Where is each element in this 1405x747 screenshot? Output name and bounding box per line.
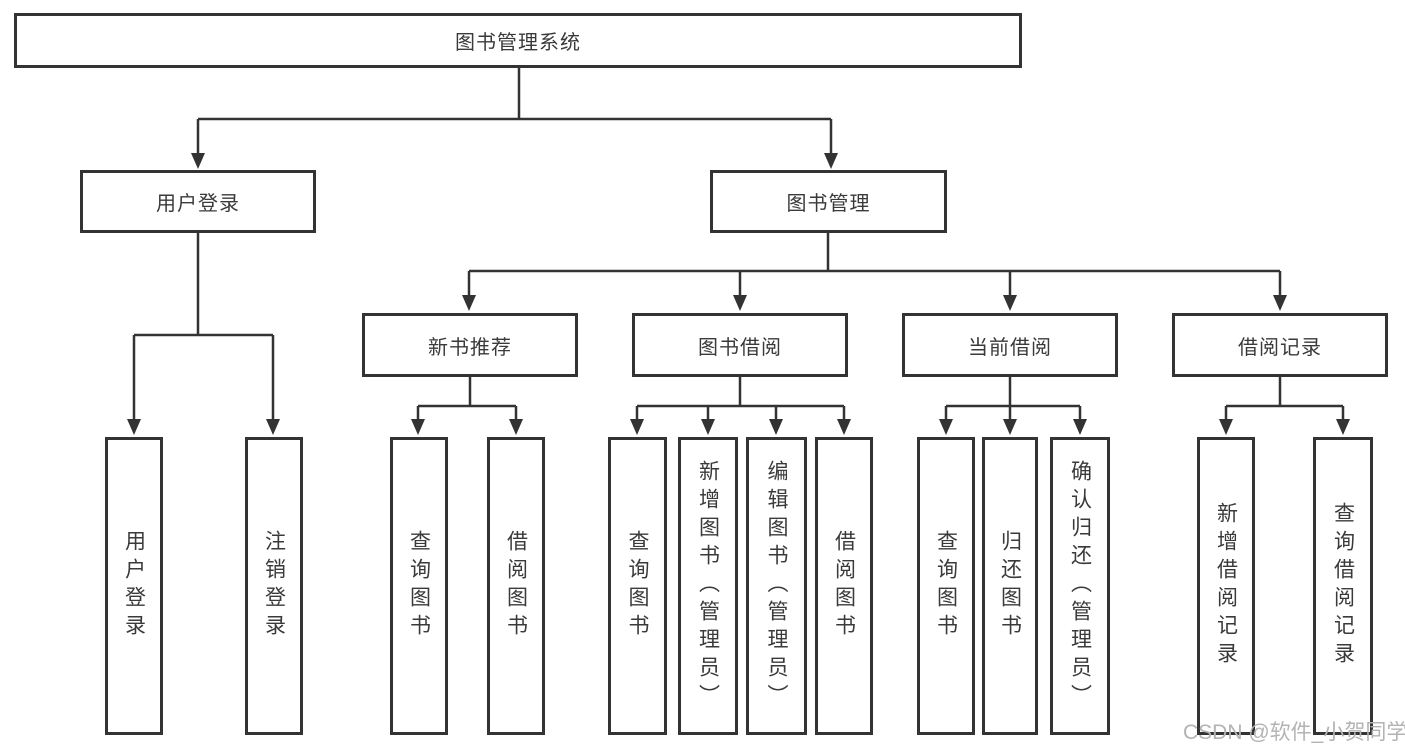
node-library-system: 图书管理系统 [14,13,1022,68]
node-book-management: 图书管理 [710,170,947,233]
node-label: 新书推荐 [428,336,512,359]
node-label: 当前借阅 [968,336,1052,359]
leaf-label: 查询图书 [934,530,958,642]
leaf-borrow-books-recommend: 借阅图书 [487,437,545,735]
node-label: 图书管理 [786,193,871,215]
leaf-label: 查询借阅记录 [1331,502,1355,670]
leaf-label: 确认归还（管理员） [1068,460,1092,712]
leaf-label: 注销登录 [262,530,286,642]
leaf-label: 编辑图书（管理员） [765,460,789,712]
csdn-watermark: CSDN @软件_小贺同学 [1183,721,1405,744]
node-user-login-branch: 用户登录 [80,170,316,233]
leaf-user-login: 用户登录 [105,437,163,735]
leaf-query-books-current: 查询图书 [917,437,975,735]
leaf-label: 新增图书（管理员） [696,460,720,712]
leaf-query-books-borrowing: 查询图书 [608,437,667,735]
leaf-edit-book-admin: 编辑图书（管理员） [746,437,807,735]
leaf-return-books: 归还图书 [982,437,1038,735]
leaf-label: 借阅图书 [504,530,528,642]
node-label: 借阅记录 [1238,336,1322,359]
leaf-label: 新增借阅记录 [1214,502,1238,670]
leaf-label: 查询图书 [626,530,650,642]
leaf-add-book-admin: 新增图书（管理员） [678,437,738,735]
node-label: 图书管理系统 [455,32,581,54]
leaf-label: 借阅图书 [832,530,856,642]
leaf-query-books-recommend: 查询图书 [390,437,448,735]
leaf-label: 归还图书 [998,530,1022,642]
leaf-label: 用户登录 [122,530,146,642]
leaf-confirm-return-admin: 确认归还（管理员） [1050,437,1110,735]
leaf-label: 查询图书 [407,530,431,642]
node-label: 用户登录 [156,193,240,215]
node-book-borrowing: 图书借阅 [632,313,848,377]
leaf-logout: 注销登录 [245,437,303,735]
arrowheads [127,153,1350,435]
node-new-book-recommend: 新书推荐 [362,313,578,377]
leaf-borrow-books-borrowing: 借阅图书 [815,437,873,735]
node-borrowing-records: 借阅记录 [1172,313,1388,377]
leaf-add-borrow-record: 新增借阅记录 [1197,437,1255,735]
node-current-borrowing: 当前借阅 [902,313,1118,377]
node-label: 图书借阅 [698,336,782,359]
leaf-query-borrow-record: 查询借阅记录 [1313,437,1373,735]
